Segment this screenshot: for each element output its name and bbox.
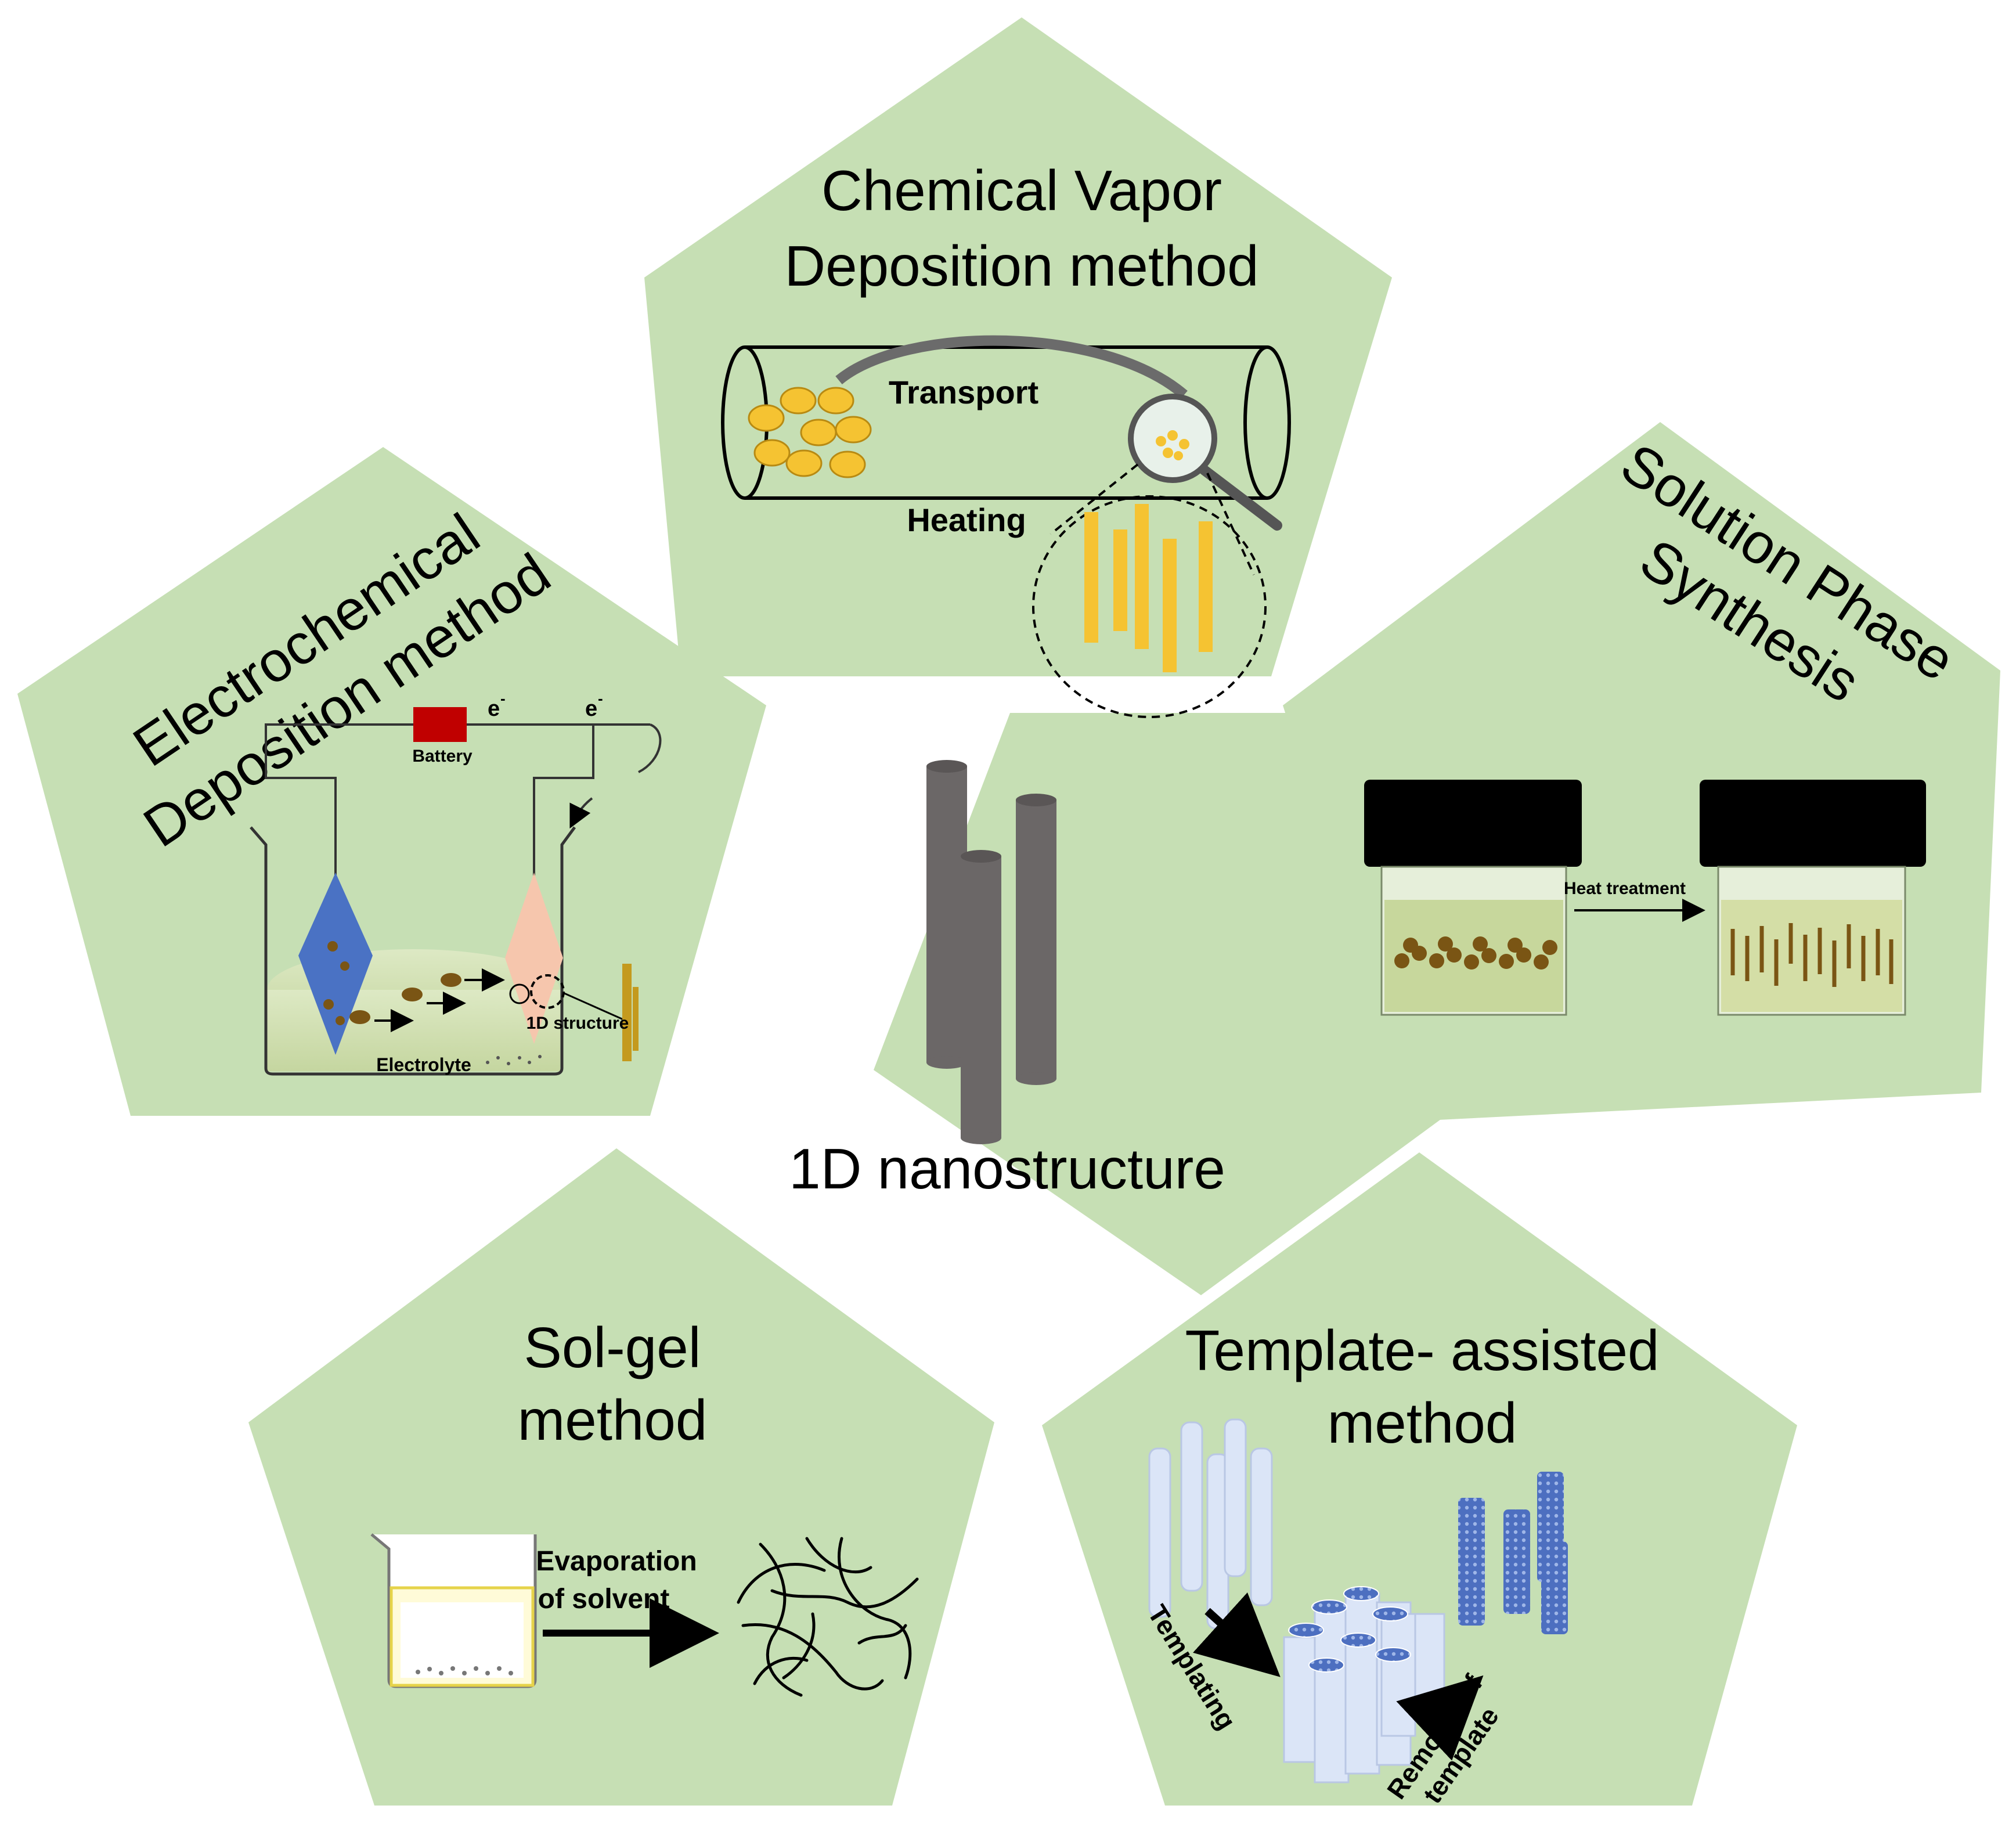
transport-arc: [835, 335, 1188, 399]
gel-network-icon: [737, 1537, 919, 1697]
battery-label: Battery: [412, 747, 473, 766]
cvd-panel: Chemical Vapor Deposition method Transpo…: [644, 17, 1392, 718]
zoom-circle: [530, 974, 565, 1009]
electrolyte-label: Electrolyte: [376, 1054, 471, 1075]
circuit-wire: [265, 723, 662, 888]
source-droplets: [748, 387, 872, 478]
migration-arrows: [374, 968, 505, 1032]
cvd-tube: [721, 345, 1291, 500]
nanorods-icon: [926, 760, 1056, 1144]
electron-label-1: e -: [488, 690, 506, 721]
template-panel: Template- assisted method Templating: [1042, 1152, 1797, 1808]
evaporation-label-line1: Evaporation: [536, 1546, 697, 1577]
svg-text:-: -: [598, 690, 603, 707]
center-title: 1D nanostructure: [789, 1137, 1225, 1201]
zoom-line: [562, 992, 626, 1022]
solgel-panel: Sol-gel method Evaporation of solvent: [248, 1148, 994, 1806]
magnifier-icon: [1128, 394, 1282, 531]
solgel-title-line1: Sol-gel: [524, 1316, 701, 1379]
svg-text:e: e: [488, 697, 500, 721]
cvd-title-line1: Chemical Vapor: [821, 158, 1222, 222]
solgel-title-line2: method: [518, 1388, 708, 1452]
svg-text:e: e: [585, 697, 597, 721]
template-title-line1: Template- assisted: [1185, 1318, 1659, 1382]
electron-label-2: e -: [585, 690, 603, 721]
templating-arrow: [1192, 1592, 1281, 1677]
cvd-title-line2: Deposition method: [784, 234, 1258, 298]
battery-icon: [413, 707, 467, 742]
cathode-electrode: [505, 873, 563, 1044]
solgel-pentagon: [248, 1148, 994, 1806]
grown-nanowires: [1084, 504, 1213, 672]
structure-label: 1D structure: [526, 1014, 629, 1033]
solution-pentagon: [1283, 422, 2000, 1121]
heat-treatment-label: Heat treatment: [1564, 879, 1686, 898]
jar-after: [1700, 780, 1926, 1016]
electrochemical-pentagon: [17, 447, 766, 1116]
nanowire-array-icon: [1458, 1472, 1568, 1634]
deposited-rod: [622, 964, 632, 1061]
heating-label: Heating: [907, 502, 1026, 538]
anode-electrode: [298, 873, 373, 1055]
removal-arrow: [1396, 1675, 1484, 1761]
solution-panel: Solution Phase Synthesis Heat treatment: [1283, 422, 2000, 1121]
electrochemical-panel: Electrochemical Deposition method Batter…: [17, 447, 766, 1116]
migrating-particles: [323, 941, 461, 1025]
svg-text:-: -: [500, 690, 506, 707]
zoom-dashed-lines: [1032, 463, 1267, 718]
beaker-icon: [370, 1533, 537, 1688]
sediment-dots: [486, 1055, 542, 1065]
jar-before: [1364, 780, 1582, 1016]
template-title-line2: method: [1328, 1391, 1517, 1455]
evaporation-label-line2: of solvent: [538, 1584, 670, 1615]
deposit-site: [509, 983, 530, 1004]
transport-label: Transport: [889, 374, 1038, 410]
